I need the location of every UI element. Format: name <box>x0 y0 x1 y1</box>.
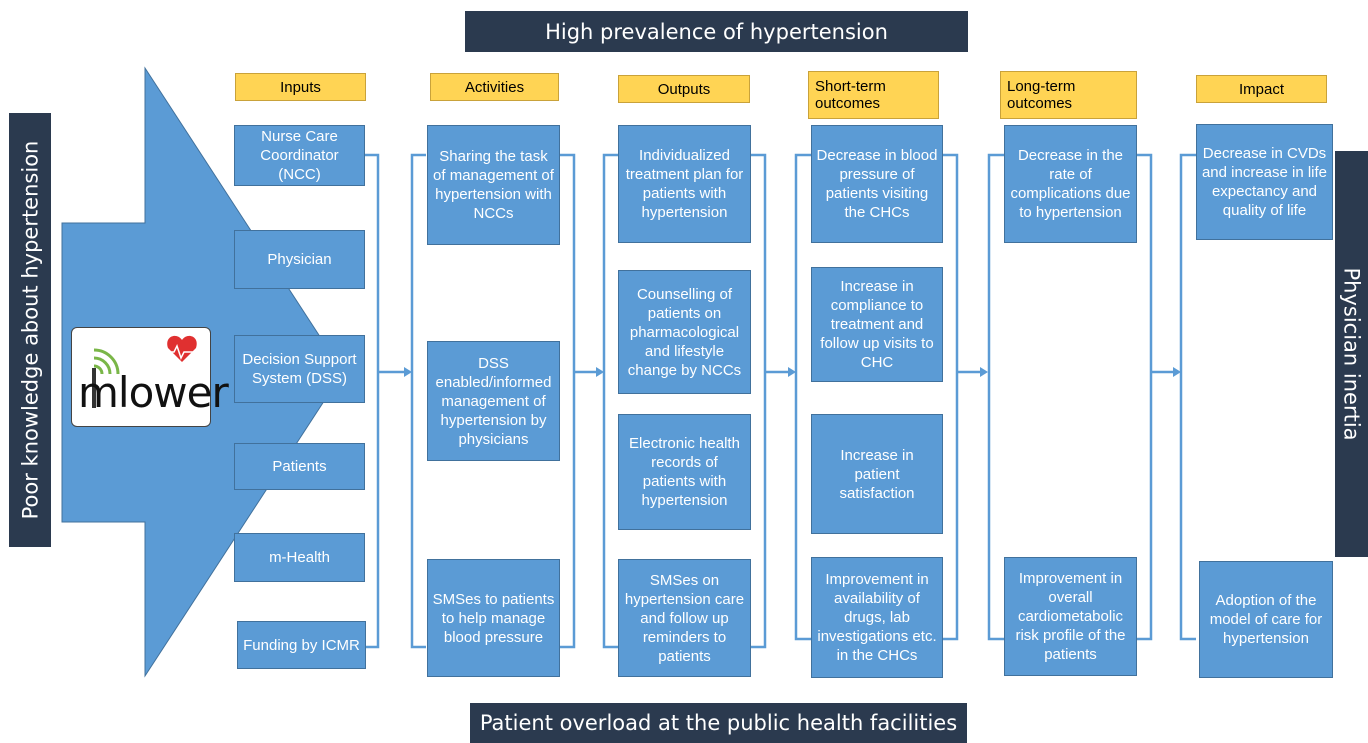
input-box: Funding by ICMR <box>237 621 366 669</box>
header-long-term: Long-term outcomes <box>1000 71 1137 119</box>
mlower-logo: mlower <box>71 327 229 427</box>
activity-box: DSS enabled/informed management of hyper… <box>427 341 560 461</box>
input-box: Nurse Care Coordinator (NCC) <box>234 125 365 186</box>
short-term-box: Increase in patient satisfaction <box>811 414 943 534</box>
bottom-banner: Patient overload at the public health fa… <box>470 703 967 743</box>
short-term-box: Increase in compliance to treatment and … <box>811 267 943 382</box>
output-box: SMSes on hypertension care and follow up… <box>618 559 751 677</box>
bracket-connectors <box>363 153 1196 649</box>
long-term-box: Improvement in overall cardiometabolic r… <box>1004 557 1137 676</box>
activity-box: Sharing the task of management of hypert… <box>427 125 560 245</box>
left-banner: Poor knowledge about hypertension <box>9 113 51 547</box>
right-banner: Physician inertia <box>1335 151 1368 557</box>
impact-box: Decrease in CVDs and increase in life ex… <box>1196 124 1333 240</box>
input-box: Patients <box>234 443 365 490</box>
output-box: Electronic health records of patients wi… <box>618 414 751 530</box>
header-outputs: Outputs <box>618 75 750 103</box>
short-term-box: Decrease in blood pressure of patients v… <box>811 125 943 243</box>
right-banner-text: Physician inertia <box>1339 267 1364 441</box>
short-term-box: Improvement in availability of drugs, la… <box>811 557 943 678</box>
arrowheads <box>404 367 1181 377</box>
input-box: m-Health <box>234 533 365 582</box>
activity-box: SMSes to patients to help manage blood p… <box>427 559 560 677</box>
left-banner-text: Poor knowledge about hypertension <box>18 140 42 520</box>
logo-graphic <box>92 335 197 408</box>
top-banner: High prevalence of hypertension <box>465 11 968 52</box>
output-box: Individualized treatment plan for patien… <box>618 125 751 243</box>
header-impact: Impact <box>1196 75 1327 103</box>
input-box: Physician <box>234 230 365 289</box>
output-box: Counselling of patients on pharmacologic… <box>618 270 751 394</box>
impact-box: Adoption of the model of care for hypert… <box>1199 561 1333 678</box>
header-short-term: Short-term outcomes <box>808 71 939 119</box>
input-box: Decision Support System (DSS) <box>234 335 365 403</box>
header-activities: Activities <box>430 73 559 101</box>
logo-text: mlower <box>78 368 229 417</box>
header-inputs: Inputs <box>235 73 366 101</box>
heart-icon <box>167 335 197 362</box>
long-term-box: Decrease in the rate of complications du… <box>1004 125 1137 243</box>
